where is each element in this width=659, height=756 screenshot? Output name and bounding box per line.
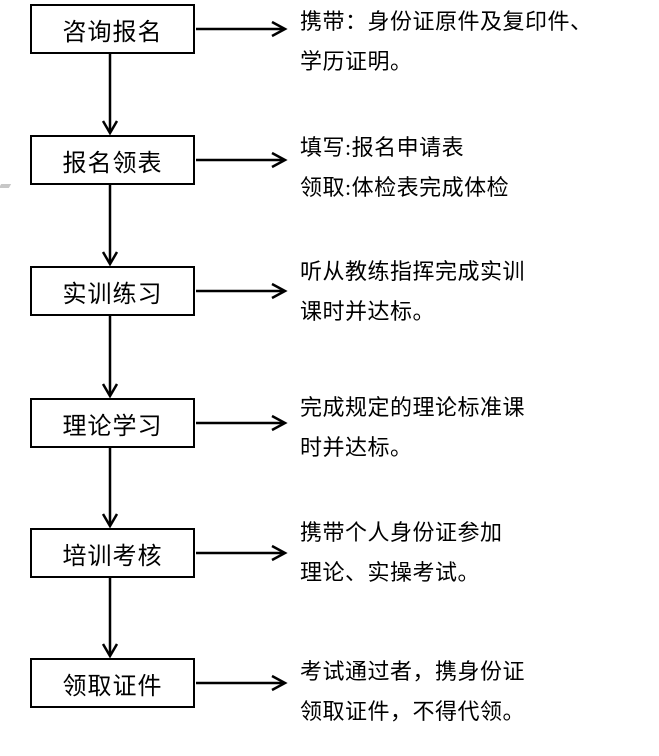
note-line: 课时并达标。 [300, 299, 436, 324]
down-arrow-1 [101, 54, 119, 136]
note-line: 领取证件，不得代领。 [300, 699, 526, 724]
right-arrows [196, 20, 288, 692]
step-label: 理论学习 [62, 413, 163, 440]
down-arrow-3 [101, 316, 119, 399]
down-arrow-2 [101, 185, 119, 267]
note-line: 携带：身份证原件及复印件、 [300, 9, 593, 34]
step-box-training-exam: 培训考核 [30, 528, 195, 578]
step-label: 报名领表 [62, 150, 163, 177]
right-arrow-4 [196, 414, 288, 432]
step-label: 咨询报名 [62, 19, 163, 46]
step-note-consult-register: 携带：身份证原件及复印件、 学历证明。 [300, 2, 650, 82]
step-note-get-forms: 填写:报名申请表 领取:体检表完成体检 [300, 128, 650, 208]
note-line: 完成规定的理论标准课 [300, 395, 526, 420]
right-arrow-3 [196, 282, 288, 300]
note-line: 学历证明。 [300, 49, 413, 74]
step-note-practical-training: 听从教练指挥完成实训 课时并达标。 [300, 252, 650, 332]
step-box-practical-training: 实训练习 [30, 266, 195, 316]
note-line: 携带个人身份证参加 [300, 520, 503, 545]
note-line: 填写:报名申请表 [300, 135, 465, 160]
step-note-training-exam: 携带个人身份证参加 理论、实操考试。 [300, 513, 650, 593]
note-line: 理论、实操考试。 [300, 560, 481, 585]
note-line: 听从教练指挥完成实训 [300, 259, 526, 284]
right-arrow-1 [196, 20, 288, 38]
right-arrow-2 [196, 151, 288, 169]
note-line: 考试通过者，携身份证 [300, 659, 526, 684]
right-arrow-5 [196, 544, 288, 562]
down-arrows [101, 54, 119, 659]
down-arrow-4 [101, 448, 119, 529]
right-arrow-6 [196, 674, 288, 692]
step-note-theory-study: 完成规定的理论标准课 时并达标。 [300, 388, 650, 468]
step-box-consult-register: 咨询报名 [30, 4, 195, 54]
note-line: 领取:体检表完成体检 [300, 175, 510, 200]
note-line: 时并达标。 [300, 435, 413, 460]
step-box-get-forms: 报名领表 [30, 135, 195, 185]
down-arrow-5 [101, 578, 119, 659]
step-label: 领取证件 [62, 673, 163, 700]
step-label: 实训练习 [62, 281, 163, 308]
step-box-theory-study: 理论学习 [30, 398, 195, 448]
step-box-collect-certificate: 领取证件 [30, 658, 195, 708]
step-label: 培训考核 [62, 543, 163, 570]
step-note-collect-certificate: 考试通过者，携身份证 领取证件，不得代领。 [300, 652, 650, 732]
